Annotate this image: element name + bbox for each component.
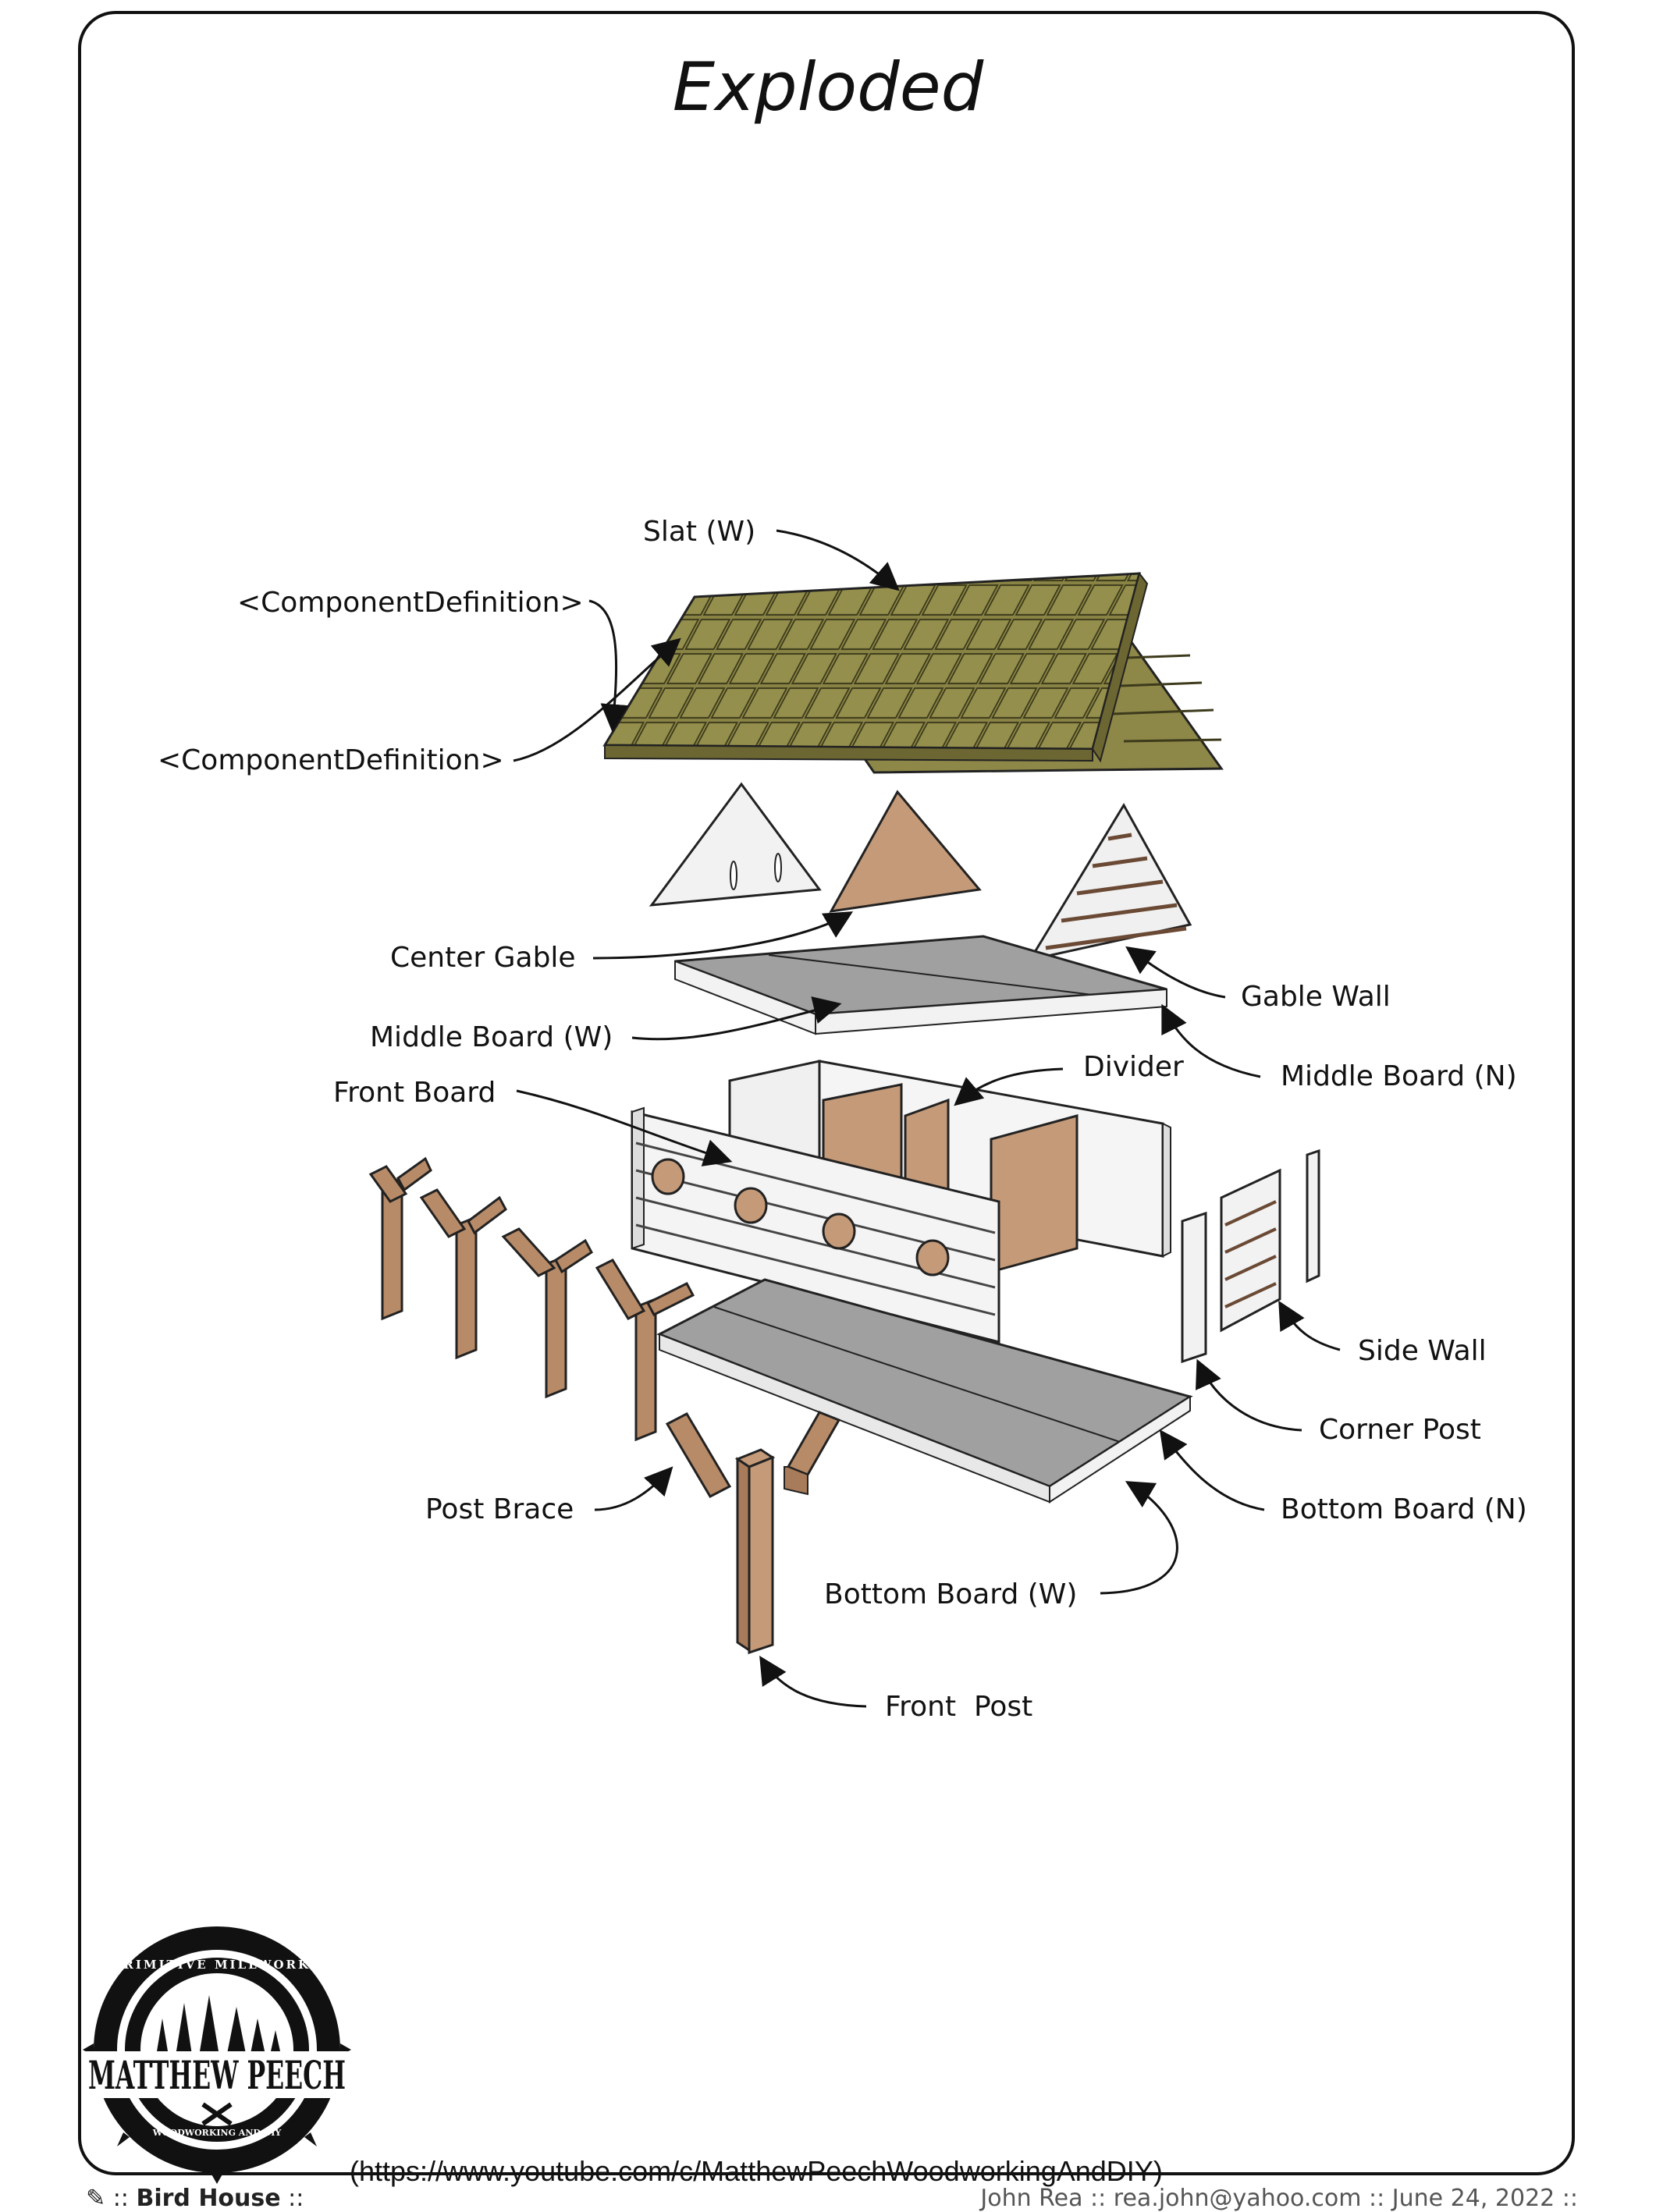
center-gable: [829, 790, 982, 913]
side-wall: [1220, 1149, 1320, 1333]
front-post: [734, 1448, 776, 1655]
gable-left: [649, 782, 822, 907]
label-front-board: Front Board: [333, 1077, 496, 1109]
label-middle-board-w: Middle Board (W): [370, 1021, 613, 1053]
drawing-frame: [78, 11, 1575, 2175]
corner-post: [1181, 1211, 1207, 1364]
label-corner-post: Corner Post: [1319, 1414, 1481, 1446]
label-gable-wall: Gable Wall: [1241, 981, 1391, 1013]
logo-name: MATTHEW PEECH: [88, 2052, 346, 2098]
gable-wall: [1027, 803, 1192, 962]
roof: [602, 571, 1224, 774]
label-front-post: Front Post: [885, 1691, 1033, 1723]
middle-board: [674, 935, 1167, 1035]
rear-posts: [368, 1156, 695, 1442]
front-board: [631, 1106, 1000, 1344]
footer-left: ✎ :: Bird House ::: [86, 2185, 304, 2212]
footer-pen-icon: ✎: [86, 2185, 106, 2212]
footer-project-title: Bird House: [136, 2185, 281, 2212]
crossed-axes-icon: [201, 2102, 233, 2126]
label-post-brace: Post Brace: [425, 1493, 574, 1525]
label-side-wall: Side Wall: [1358, 1335, 1487, 1367]
logo: MATTHEW PEECH PRIMITIVE MILLWORKS WOODWO…: [83, 1926, 351, 2184]
logo-arc-bottom: WOODWORKING AND DIY: [152, 2128, 282, 2138]
label-divider: Divider: [1083, 1051, 1184, 1083]
footer-author: John Rea :: rea.john@yahoo.com :: June 2…: [980, 2185, 1578, 2212]
footer-left-prefix: ::: [112, 2185, 129, 2212]
footer-left-suffix: ::: [288, 2185, 304, 2212]
label-slat-w: Slat (W): [643, 516, 756, 548]
bottom-board: [656, 1278, 1193, 1504]
label-center-gable: Center Gable: [390, 942, 576, 974]
label-component-definition-1: <ComponentDefinition>: [237, 587, 584, 619]
page-title: Exploded: [672, 48, 984, 126]
post-brace: [665, 1411, 841, 1498]
label-middle-board-n: Middle Board (N): [1281, 1060, 1517, 1092]
channel-url[interactable]: (https://www.youtube.com/c/MatthewPeechW…: [350, 2155, 1163, 2187]
label-bottom-board-w: Bottom Board (W): [824, 1578, 1078, 1610]
leader-lines: [513, 529, 1341, 1708]
logo-arc-top: PRIMITIVE MILLWORKS: [112, 1958, 322, 1972]
label-component-definition-2: <ComponentDefinition>: [158, 744, 504, 776]
label-bottom-board-n: Bottom Board (N): [1281, 1493, 1527, 1525]
